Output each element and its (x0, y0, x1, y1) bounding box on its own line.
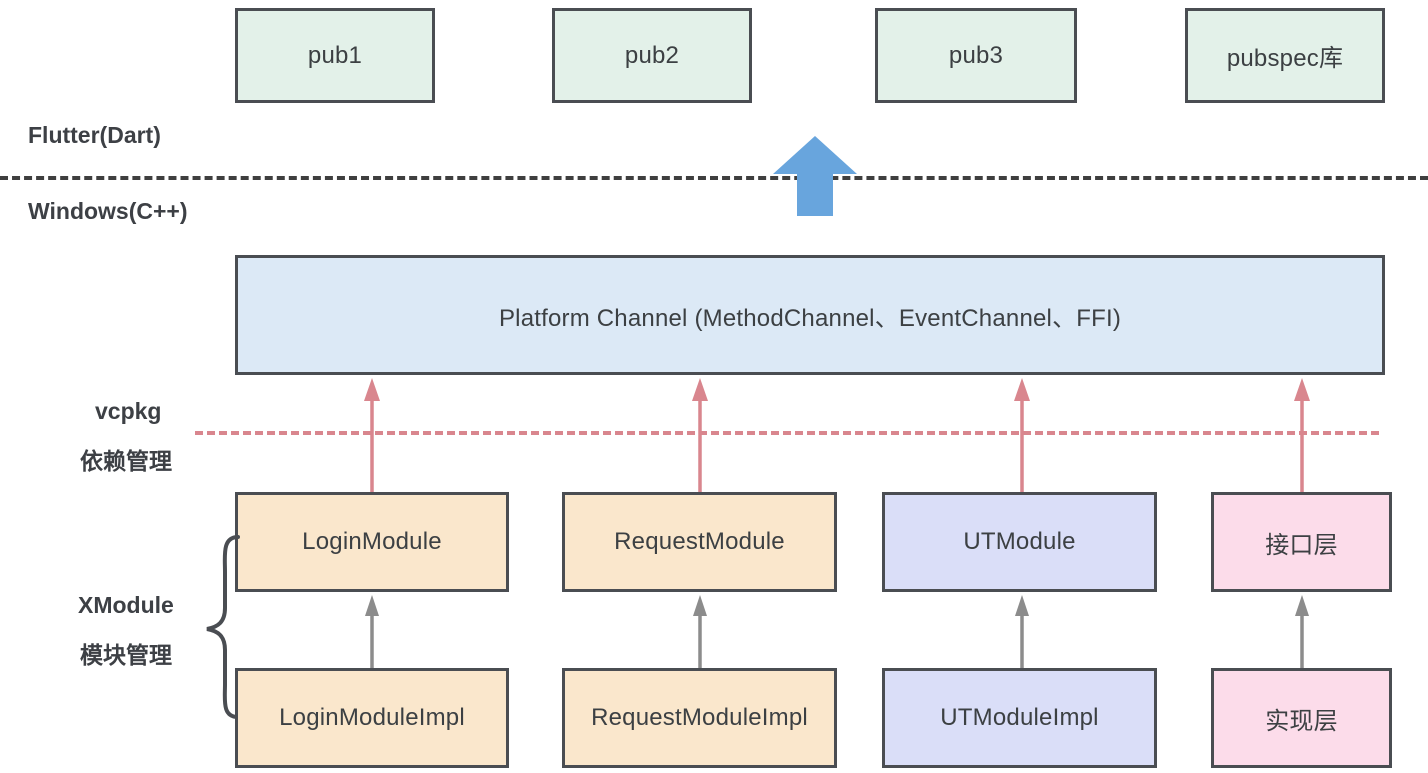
request-module-impl-label: RequestModuleImpl (591, 704, 808, 731)
windows-cpp-label: Windows(C++) (28, 198, 188, 224)
red-arrow-ut (1014, 378, 1030, 495)
request-module-box: RequestModule (562, 492, 837, 592)
pub1-label: pub1 (307, 41, 363, 69)
interface-layer-label: 接口层 (1265, 531, 1338, 559)
xmodule-brace (206, 535, 240, 719)
request-module-impl-box: RequestModuleImpl (562, 668, 837, 768)
ut-module-impl-label: UTModuleImpl (940, 704, 1099, 731)
pub3-label: pub3 (948, 41, 1004, 69)
pubspec-box: pubspec库 (1185, 8, 1385, 103)
gray-arrow-login (365, 595, 379, 670)
blue-up-arrow-shape (773, 136, 857, 216)
interface-layer-box: 接口层 (1211, 492, 1392, 592)
vcpkg-boundary-line (195, 431, 1379, 435)
gray-arrow-impl (1295, 595, 1309, 670)
platform-channel-label: Platform Channel (MethodChannel、EventCha… (498, 304, 1122, 332)
red-arrow-request (692, 378, 708, 495)
login-module-label: LoginModule (302, 528, 442, 555)
request-module-label: RequestModule (614, 528, 785, 555)
red-arrow-login (364, 378, 380, 495)
pub2-label: pub2 (624, 41, 680, 69)
gray-arrow-request (693, 595, 707, 670)
login-module-impl-box: LoginModuleImpl (235, 668, 509, 768)
blue-up-arrow-icon (773, 136, 857, 216)
flutter-dart-label: Flutter(Dart) (28, 122, 161, 148)
pub1-box: pub1 (235, 8, 435, 103)
pubspec-label: pubspec库 (1226, 45, 1344, 72)
pub3-box: pub3 (875, 8, 1077, 103)
ut-module-box: UTModule (882, 492, 1157, 592)
gray-arrow-ut (1015, 595, 1029, 670)
vcpkg-label: vcpkg (95, 398, 162, 424)
ut-module-label: UTModule (963, 528, 1076, 555)
implementation-layer-label: 实现层 (1265, 707, 1338, 735)
xmodule-sublabel: 模块管理 (80, 642, 172, 668)
red-arrow-interface (1294, 378, 1310, 495)
ut-module-impl-box: UTModuleImpl (882, 668, 1157, 768)
pub2-box: pub2 (552, 8, 752, 103)
platform-channel-box: Platform Channel (MethodChannel、EventCha… (235, 255, 1385, 375)
login-module-impl-label: LoginModuleImpl (279, 704, 465, 731)
implementation-layer-box: 实现层 (1211, 668, 1392, 768)
vcpkg-sublabel: 依赖管理 (80, 448, 172, 474)
login-module-box: LoginModule (235, 492, 509, 592)
xmodule-label: XModule (78, 592, 174, 618)
platform-divider-line (0, 176, 1428, 180)
